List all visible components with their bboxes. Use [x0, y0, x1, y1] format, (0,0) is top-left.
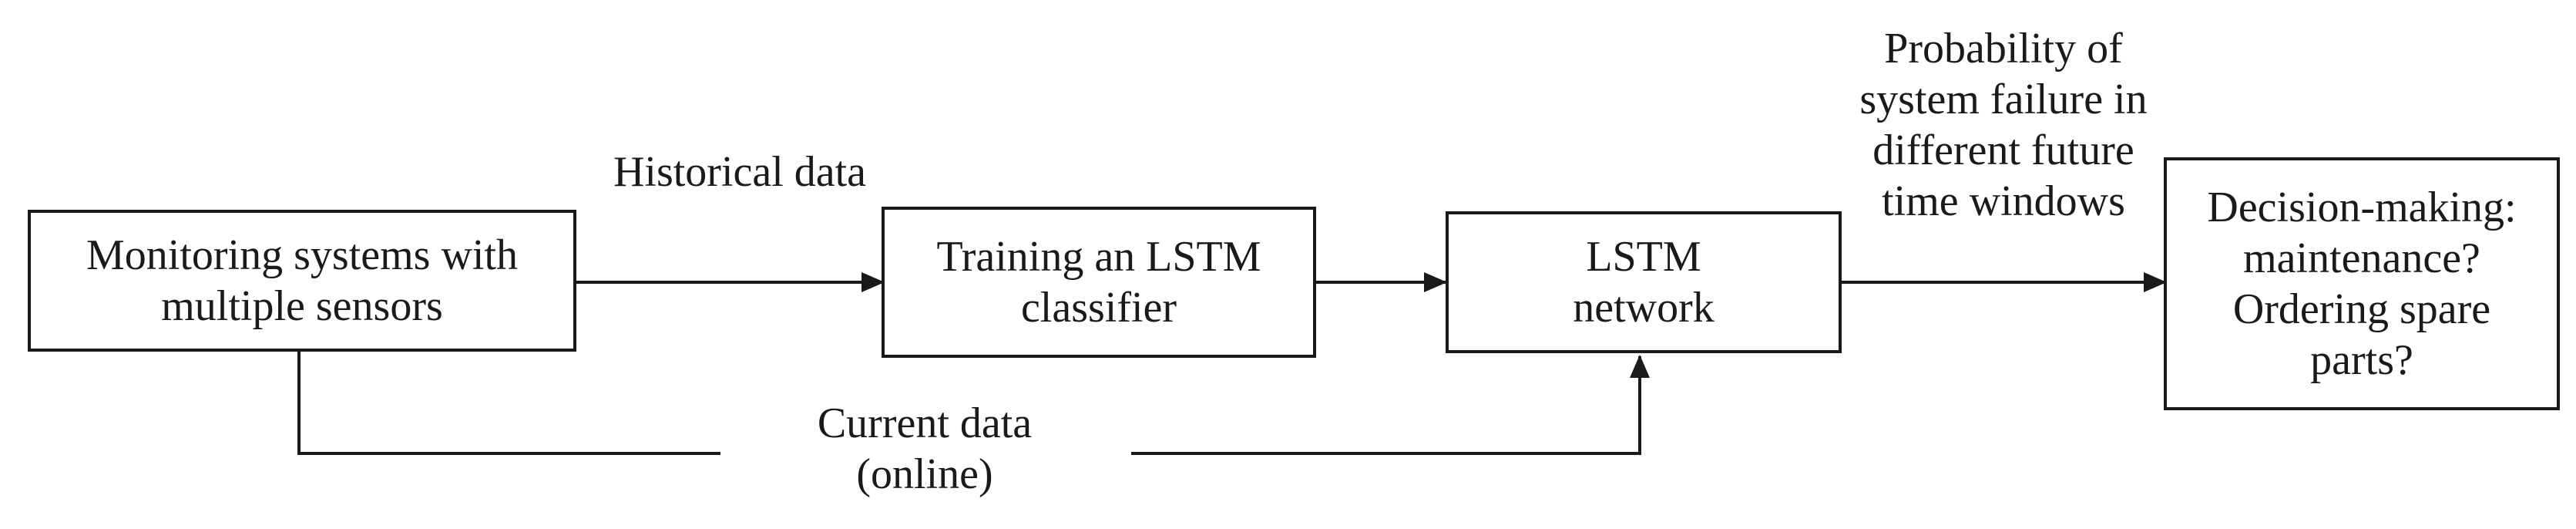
lstm-network-box: LSTM network — [1446, 211, 1842, 353]
label-text-line: (online) — [856, 450, 993, 498]
training-lstm-classifier-box: Training an LSTM classifier — [882, 207, 1316, 358]
current-data-label: Current data (online) — [732, 398, 1117, 500]
label-text-line: system failure in — [1859, 76, 2148, 123]
monitoring-systems-box: Monitoring systems with multiple sensors — [28, 210, 576, 352]
label-text-line: Current data — [817, 399, 1033, 447]
box-text-line: parts? — [2310, 336, 2413, 384]
box-text-line: Ordering spare — [2232, 285, 2491, 333]
label-text-line: Probability of — [1884, 25, 2123, 72]
decision-making-box: Decision-making: maintenance? Ordering s… — [2164, 157, 2560, 410]
failure-probability-label: Probability of system failure in differe… — [1819, 23, 2188, 227]
box-text-line: maintenance? — [2243, 234, 2480, 282]
box-text-line: Decision-making: — [2207, 184, 2517, 231]
label-text-line: time windows — [1882, 177, 2125, 225]
label-text-line: Historical data — [613, 148, 867, 196]
historical-data-label: Historical data — [570, 147, 909, 197]
arrow-current-data-to-lstm — [1131, 355, 1650, 455]
box-text-line: Monitoring systems with — [86, 231, 519, 279]
box-text-line: Training an LSTM — [936, 233, 1261, 281]
box-text-line: multiple sensors — [161, 282, 443, 330]
box-text-line: LSTM — [1586, 233, 1701, 281]
box-text-line: network — [1573, 284, 1715, 332]
line-current-data-left — [297, 352, 720, 455]
label-text-line: different future — [1872, 126, 2134, 174]
box-text-line: classifier — [1020, 284, 1177, 332]
